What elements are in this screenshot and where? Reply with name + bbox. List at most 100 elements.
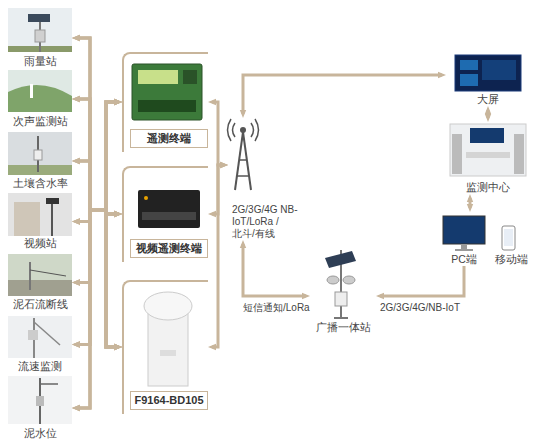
node-label: 大屏 bbox=[446, 93, 530, 106]
panel bbox=[460, 74, 478, 86]
speaker bbox=[327, 276, 339, 284]
flow-arrow bbox=[76, 102, 118, 222]
flow-arrow bbox=[76, 210, 118, 347]
arm bbox=[40, 383, 58, 385]
mast-bar bbox=[237, 175, 249, 177]
sensor-box bbox=[34, 150, 42, 160]
node-label: 雨量站 bbox=[8, 55, 72, 68]
node-label: 监测中心 bbox=[440, 181, 536, 194]
video-terminal-device bbox=[138, 190, 200, 228]
building bbox=[14, 202, 40, 236]
flow-velocity-photo bbox=[8, 316, 72, 358]
photo-bg bbox=[8, 8, 72, 52]
sensor-box bbox=[36, 396, 44, 406]
flow-arrow bbox=[76, 102, 118, 210]
photo-bg bbox=[8, 132, 72, 175]
sensor-station: 流速监测 bbox=[8, 316, 72, 373]
broadcast-station: 广播一体站 bbox=[310, 242, 376, 334]
flow-arrow bbox=[243, 244, 306, 296]
monitoring-room-icon bbox=[450, 124, 526, 176]
post bbox=[29, 262, 31, 290]
terminal-box: 视频遥测终端 bbox=[122, 166, 208, 262]
flow-arrow bbox=[76, 210, 118, 345]
flow-arrow bbox=[76, 99, 118, 347]
camera bbox=[46, 198, 59, 204]
photo-bg bbox=[8, 376, 72, 424]
phone-screen bbox=[504, 229, 513, 246]
flow-arrow bbox=[76, 102, 118, 345]
device-body bbox=[132, 64, 202, 120]
screen bbox=[455, 55, 521, 91]
display-screen: 大屏 bbox=[446, 52, 530, 106]
mast-leg bbox=[235, 132, 243, 190]
hill bbox=[8, 85, 72, 112]
node-label: 广播一体站 bbox=[310, 321, 376, 334]
node-label: 视频站 bbox=[8, 237, 72, 250]
keypad bbox=[183, 70, 197, 84]
flow-arrow bbox=[212, 165, 224, 347]
photo-bg bbox=[8, 254, 72, 296]
sensor-station: 土壤含水率 bbox=[8, 132, 72, 190]
sensor-station: 次声监测站 bbox=[8, 70, 72, 128]
node-label: 次声监测站 bbox=[8, 115, 72, 128]
infrasound-station-photo bbox=[8, 70, 72, 112]
flow-arrow bbox=[76, 210, 118, 283]
flow-arrow bbox=[76, 99, 118, 214]
flow-arrow bbox=[76, 38, 118, 347]
gauge-box bbox=[35, 30, 45, 42]
wire bbox=[30, 270, 66, 276]
flow-arrow bbox=[76, 102, 118, 283]
flow-arrow bbox=[469, 198, 472, 208]
rack bbox=[514, 134, 524, 174]
sensor-station: 泥水位 bbox=[8, 376, 72, 440]
node-label: 泥水位 bbox=[8, 427, 72, 440]
solar-panel bbox=[28, 14, 50, 22]
monitoring-center: 监测中心 bbox=[440, 122, 536, 194]
big-screen-icon bbox=[455, 55, 521, 91]
phone-icon bbox=[502, 226, 515, 250]
monitor bbox=[443, 216, 485, 244]
panel bbox=[460, 60, 478, 70]
node-label: 土壤含水率 bbox=[8, 177, 72, 190]
rain-station-photo bbox=[8, 8, 72, 52]
sensor-station: 视频站 bbox=[8, 193, 72, 250]
flow-arrow bbox=[212, 102, 224, 165]
terminal-box: 遥测终端 bbox=[122, 52, 208, 152]
base bbox=[334, 317, 348, 319]
flow-arrow bbox=[76, 102, 118, 408]
flow-arrow bbox=[76, 210, 118, 347]
mast-leg bbox=[243, 132, 251, 190]
sensor-station: 雨量站 bbox=[8, 8, 72, 68]
panel bbox=[482, 60, 516, 80]
flow-arrow bbox=[76, 210, 118, 408]
wall-screen bbox=[470, 128, 504, 143]
photo-bg bbox=[8, 193, 72, 236]
antenna-tip bbox=[240, 127, 246, 133]
label-plate bbox=[160, 350, 176, 356]
lcd bbox=[138, 70, 178, 84]
flow-arrow bbox=[380, 266, 464, 296]
mud-level-photo bbox=[8, 376, 72, 424]
edge-label: 2G/3G/4G/NB-IoT bbox=[380, 302, 460, 314]
node-label: F9164-BD105 bbox=[130, 391, 208, 410]
sensor-box bbox=[28, 330, 38, 340]
network-tower: 2G/3G/4G NB-IoT/LoRa /北斗/有线 bbox=[228, 118, 300, 240]
node-label: 流速监测 bbox=[8, 360, 72, 373]
base bbox=[455, 249, 473, 251]
tower-icon bbox=[228, 119, 259, 190]
flow-arrow bbox=[76, 99, 118, 210]
node-label: 视频遥测终端 bbox=[130, 239, 208, 258]
device-body bbox=[148, 310, 188, 386]
flow-arrow bbox=[76, 38, 118, 210]
node-label: 2G/3G/4G NB-IoT/LoRa /北斗/有线 bbox=[228, 204, 300, 240]
stand bbox=[461, 244, 467, 249]
phone-body bbox=[502, 226, 515, 250]
terminal-box: F9164-BD105 bbox=[122, 280, 208, 414]
rack bbox=[452, 134, 462, 174]
control-box bbox=[335, 292, 347, 306]
edge-label: 短信通知/LoRa bbox=[243, 302, 310, 314]
flow-arrow bbox=[76, 161, 118, 214]
flow-arrow bbox=[76, 161, 118, 347]
